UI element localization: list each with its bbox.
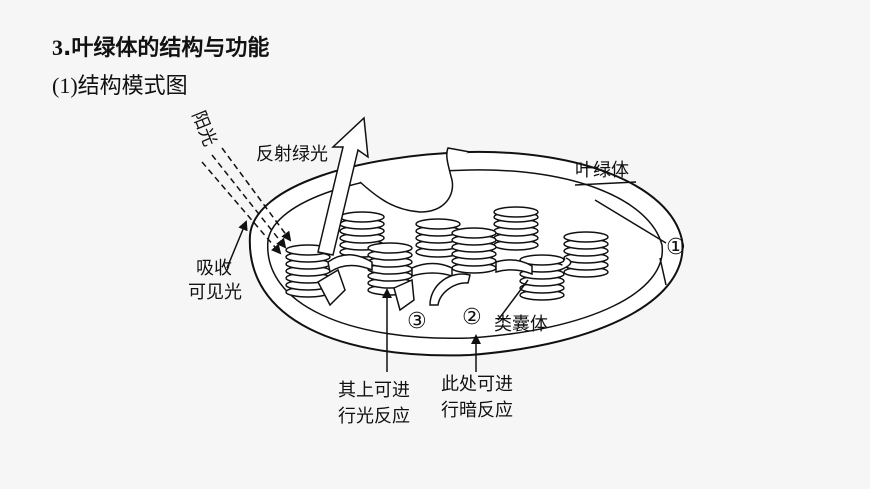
label-circle-3: ③ (407, 309, 427, 334)
leader-lines (226, 181, 667, 372)
granum-2 (415, 218, 461, 258)
granum-8 (519, 254, 565, 301)
grana-stacks (285, 206, 609, 301)
granum-4 (451, 227, 497, 274)
label-dark-reaction-line2: 行暗反应 (441, 400, 513, 421)
label-circle-2: ② (462, 305, 482, 330)
sunlight-rays (201, 147, 292, 255)
sub-heading-title: 结构模式图 (77, 74, 188, 99)
label-absorb-line1: 吸收 (196, 258, 232, 279)
label-thylakoid: 类囊体 (494, 314, 548, 335)
label-dark-reaction-line1: 此处可进 (441, 374, 513, 395)
label-sunlight: 阳光 (187, 108, 220, 149)
section-title: .叶绿体的结构与功能 (63, 36, 270, 61)
label-reflect-green: 反射绿光 (256, 144, 328, 165)
label-light-reaction-line1: 其上可进 (338, 380, 410, 401)
label-light-reaction-line2: 行光反应 (338, 406, 410, 427)
section-heading: 3.叶绿体的结构与功能 (52, 30, 269, 62)
stroma-lamellae (317, 254, 572, 312)
label-chloroplast: 叶绿体 (575, 160, 629, 181)
reflect-green-arrow (317, 116, 369, 256)
sub-heading: (1)结构模式图 (52, 68, 188, 100)
cutaway-flap (359, 147, 471, 213)
section-number: 3 (52, 35, 63, 60)
label-circle-1: ① (666, 235, 686, 260)
granum-7 (367, 242, 413, 296)
granum-5 (563, 231, 609, 278)
granum-3 (493, 206, 539, 251)
sub-heading-index: (1) (52, 73, 78, 98)
label-absorb-line2: 可见光 (188, 282, 242, 303)
